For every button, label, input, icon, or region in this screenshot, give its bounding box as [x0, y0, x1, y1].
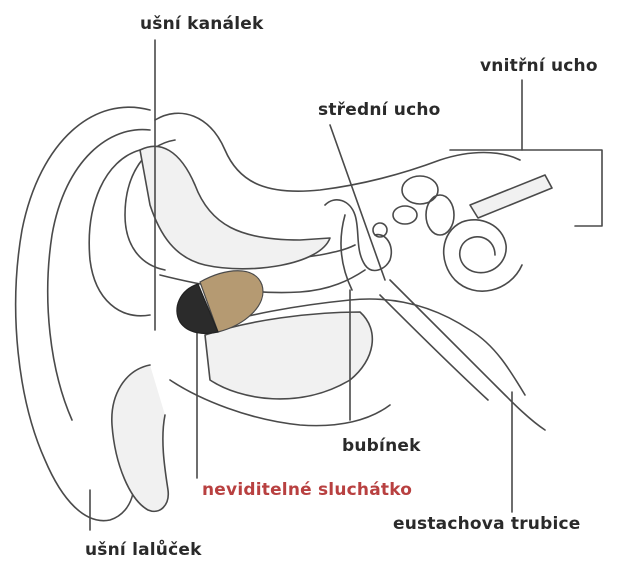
label-inner-ear: vnitřní ucho [480, 56, 598, 76]
label-ear-canal: ušní kanálek [140, 14, 263, 34]
ossicles [325, 200, 391, 271]
canal-tissue-band [140, 146, 330, 268]
outer-ear-antihelix [89, 150, 150, 316]
label-hearing-aid: neviditelné sluchátko [202, 480, 412, 500]
label-earlobe: ušní lalůček [85, 540, 202, 560]
eustachian-tube [390, 280, 545, 430]
semicircular-canal-1 [402, 176, 438, 204]
auditory-nerve [470, 175, 552, 218]
cochlea-spiral [444, 220, 522, 291]
label-eustachian-tube: eustachova trubice [393, 514, 581, 534]
label-middle-ear: střední ucho [318, 100, 441, 120]
semicircular-canal-2 [426, 195, 454, 235]
semicircular-canal-3 [393, 206, 417, 224]
ear-canal-upper-wall [155, 113, 520, 191]
label-eardrum: bubínek [342, 436, 421, 456]
earlobe-section [112, 365, 168, 511]
leader-middle-ear [330, 125, 385, 280]
